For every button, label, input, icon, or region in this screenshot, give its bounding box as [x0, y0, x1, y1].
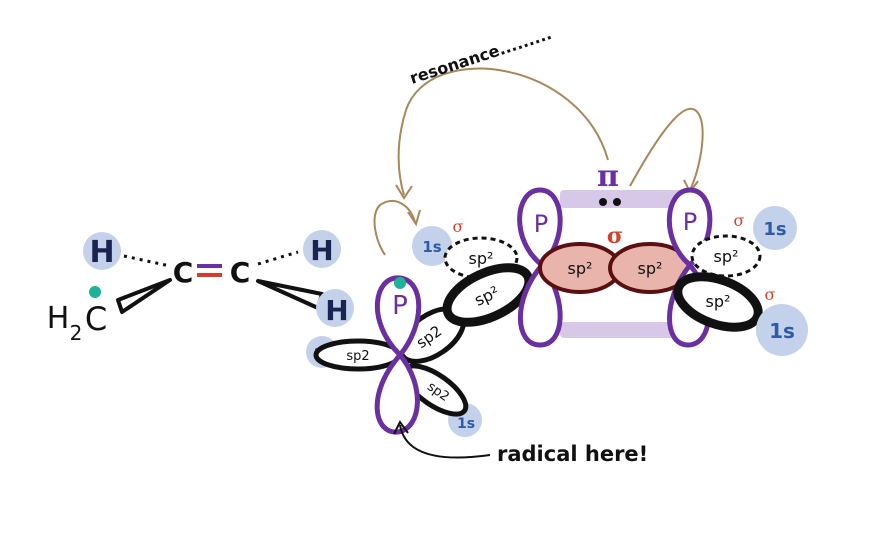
wedge-bond-c2-h [256, 279, 324, 310]
sigma-right-top: σ [734, 211, 745, 230]
h-1s-label-right-bottom: 1s [769, 319, 795, 343]
sp2-lobe-left-label: sp2 [346, 349, 369, 364]
pi-electron-2 [613, 198, 621, 206]
sp2-dashed-right-label: sp² [714, 247, 739, 266]
radical-pointer-head [393, 420, 409, 435]
ch2-subscript: 2 [70, 321, 83, 345]
h-1s-bubble-c2 [412, 226, 452, 266]
sp2-sigma-right-label: sp² [638, 259, 663, 278]
radical-dot-left [89, 286, 101, 298]
p-orbital-radical-bottom [374, 351, 420, 435]
dotted-bond-c2-h [257, 250, 299, 266]
radical-here-label: radical here! [497, 442, 648, 466]
central-sigma-bond: sp² sp² σ [538, 223, 692, 294]
sp2-lobe-dashed-right [690, 234, 762, 278]
central-carbon-orbitals: 1s σ sp² sp² P [412, 187, 563, 348]
h-1s-bubble-right-top [753, 206, 797, 250]
resonance-right-hook [629, 107, 704, 191]
sigma-central-label: σ [607, 223, 623, 249]
h-right-label: H [325, 294, 348, 327]
h-top-left-label: H [89, 235, 114, 270]
wedge-bond-ch2-c1 [116, 278, 172, 314]
p-orbital-central-top [517, 187, 563, 269]
carbon-1-label: C [173, 256, 194, 289]
sp2-bond-right-label: sp² [706, 292, 731, 311]
pi-system-bands: π [560, 159, 690, 338]
h-1s-label-bottom: 1s [457, 416, 475, 432]
sp2-lobe-bond-right [673, 272, 763, 332]
carbon-2-label: C [230, 256, 251, 289]
p-label-central: P [534, 210, 548, 238]
resonance-arc-arrowhead [395, 184, 413, 200]
h-top-left-bubble [83, 232, 121, 270]
radical-carbon-orbitals: 1s 1s sp2 sp2 sp2 P [306, 275, 482, 437]
sp2-dashed-c2-label: sp² [469, 249, 494, 268]
right-carbon-orbitals: P sp² 1s σ sp² 1s σ [666, 187, 808, 356]
ch2-h-label: H [47, 301, 70, 336]
resonance-left-hook-head [407, 209, 421, 227]
sp2-lobe-bond-left [442, 263, 534, 327]
p-label-radical: P [392, 291, 408, 321]
p-label-right: P [683, 208, 697, 236]
sigma-right-bottom: σ [765, 285, 776, 304]
h-1s-bubble-right-bottom [756, 304, 808, 356]
pi-band-bottom [560, 322, 690, 338]
h-right-bubble [316, 289, 354, 327]
radical-pointer-line [399, 424, 491, 459]
ch2-c-label: C [85, 300, 107, 338]
left-skeletal-structure: H C C H H H 2 C [47, 230, 354, 345]
dotted-bond-h-c1 [123, 254, 171, 268]
pi-electron-1 [599, 198, 607, 206]
resonance-left-hook [373, 200, 416, 256]
h-1s-label-c2: 1s [422, 238, 441, 256]
sp2-sigma-left-label: sp² [568, 259, 593, 278]
resonance-arc-arrow [397, 67, 609, 196]
h-1s-label-right-top: 1s [763, 219, 786, 240]
h-top-right-label: H [310, 234, 333, 267]
pi-band-top [560, 190, 690, 208]
sigma-c2-h: σ [453, 217, 464, 236]
h-top-right-bubble [303, 230, 341, 268]
radical-annotation: radical here! [393, 420, 648, 466]
radical-dot-orbital [394, 277, 406, 289]
pi-label: π [597, 159, 619, 194]
